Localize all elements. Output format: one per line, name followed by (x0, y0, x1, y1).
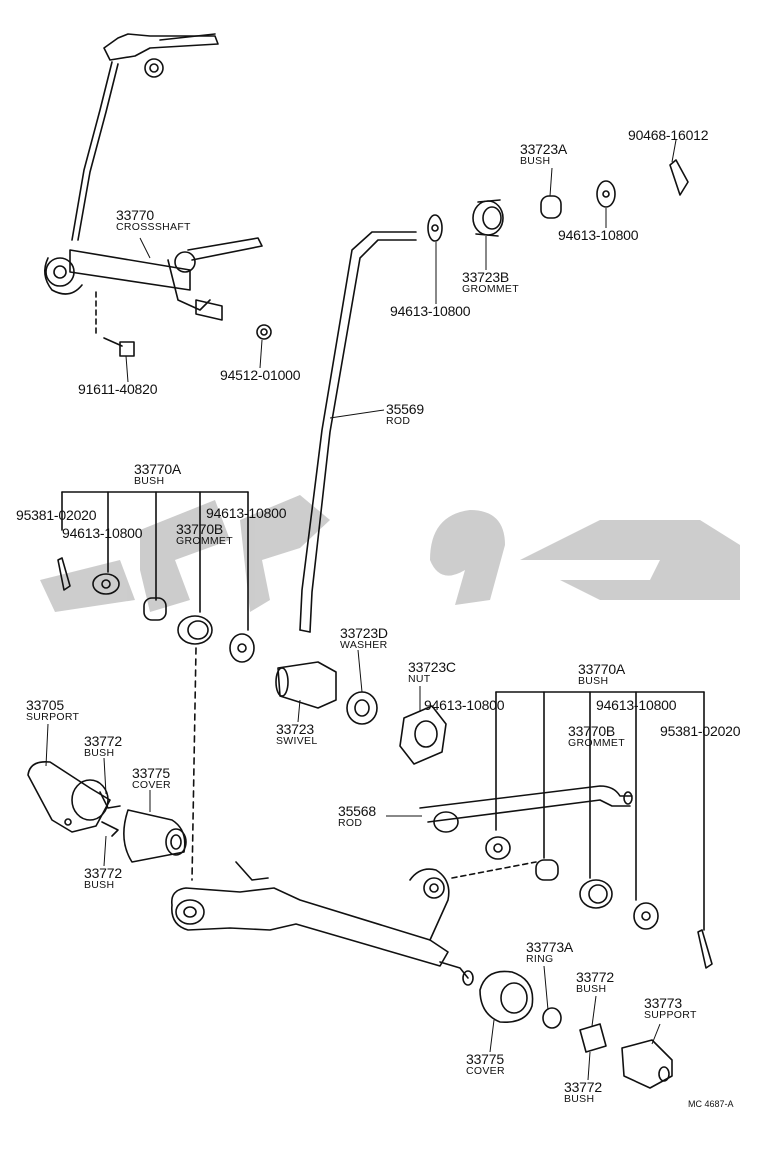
lock-washer-drawing (256, 324, 272, 340)
part-94613-10800-left-b: 94613-10800 (206, 505, 287, 521)
lower-crossshaft-drawing (170, 861, 537, 986)
part-95381-02020-left: 95381-02020 (16, 507, 97, 523)
watermark (40, 495, 740, 612)
part-33770A-right: 33770A BUSH (578, 661, 626, 687)
part-33723: 33723 SWIVEL (276, 721, 318, 747)
part-33773: 33773 SUPPORT (644, 995, 697, 1021)
part-33723B: 33723B GROMMET (462, 269, 519, 295)
rod-35568-drawing (419, 785, 633, 833)
part-94512-01000: 94512-01000 (220, 367, 301, 383)
part-33770B-left: 33770B GROMMET (176, 521, 233, 547)
part-94613-10800-right-a: 94613-10800 (424, 697, 505, 713)
part-33772-lower-right-bottom: 33772 BUSH (564, 1079, 602, 1105)
right-bush-group (485, 691, 713, 969)
part-33772-lower-right-top: 33772 BUSH (576, 969, 614, 995)
part-94613-10800-right-b: 94613-10800 (596, 697, 677, 713)
part-33770B-right: 33770B GROMMET (568, 723, 625, 749)
part-33770A-left: 33770A BUSH (134, 461, 182, 487)
part-94613-10800-left-a: 94613-10800 (62, 525, 143, 541)
part-95381-02020-right: 95381-02020 (660, 723, 741, 739)
part-33705: 33705 SURPORT (26, 697, 80, 723)
part-33723A: 33723A BUSH (520, 141, 568, 167)
part-33772-upper-left: 33772 BUSH (84, 733, 122, 759)
part-94613-10800-top-right: 94613-10800 (558, 227, 639, 243)
diagram-code: MC 4687-A (688, 1099, 734, 1109)
top-linkage (71, 33, 219, 241)
part-33772-lower-left: 33772 BUSH (84, 865, 122, 891)
part-33723D: 33723D WASHER (340, 625, 388, 651)
part-35568: 35568 ROD (338, 803, 376, 829)
part-33770: 33770 CROSSSHAFT (116, 207, 191, 233)
left-bush-group (57, 491, 255, 881)
part-91611-40820: 91611-40820 (78, 381, 158, 397)
part-33775-left: 33775 COVER (132, 765, 171, 791)
part-33775-lower: 33775 COVER (466, 1051, 505, 1077)
part-35569: 35569 ROD (386, 401, 424, 427)
part-94613-10800-top: 94613-10800 (390, 303, 471, 319)
crossshaft-drawing (44, 237, 263, 337)
rod-35569-drawing (299, 231, 417, 633)
bolt-drawing (103, 337, 135, 357)
support-33705-drawing (27, 760, 187, 863)
part-33773A: 33773A RING (526, 939, 574, 965)
part-90468-16012: 90468-16012 (628, 127, 709, 143)
part-33723C: 33723C NUT (408, 659, 456, 685)
top-right-parts (427, 159, 689, 242)
